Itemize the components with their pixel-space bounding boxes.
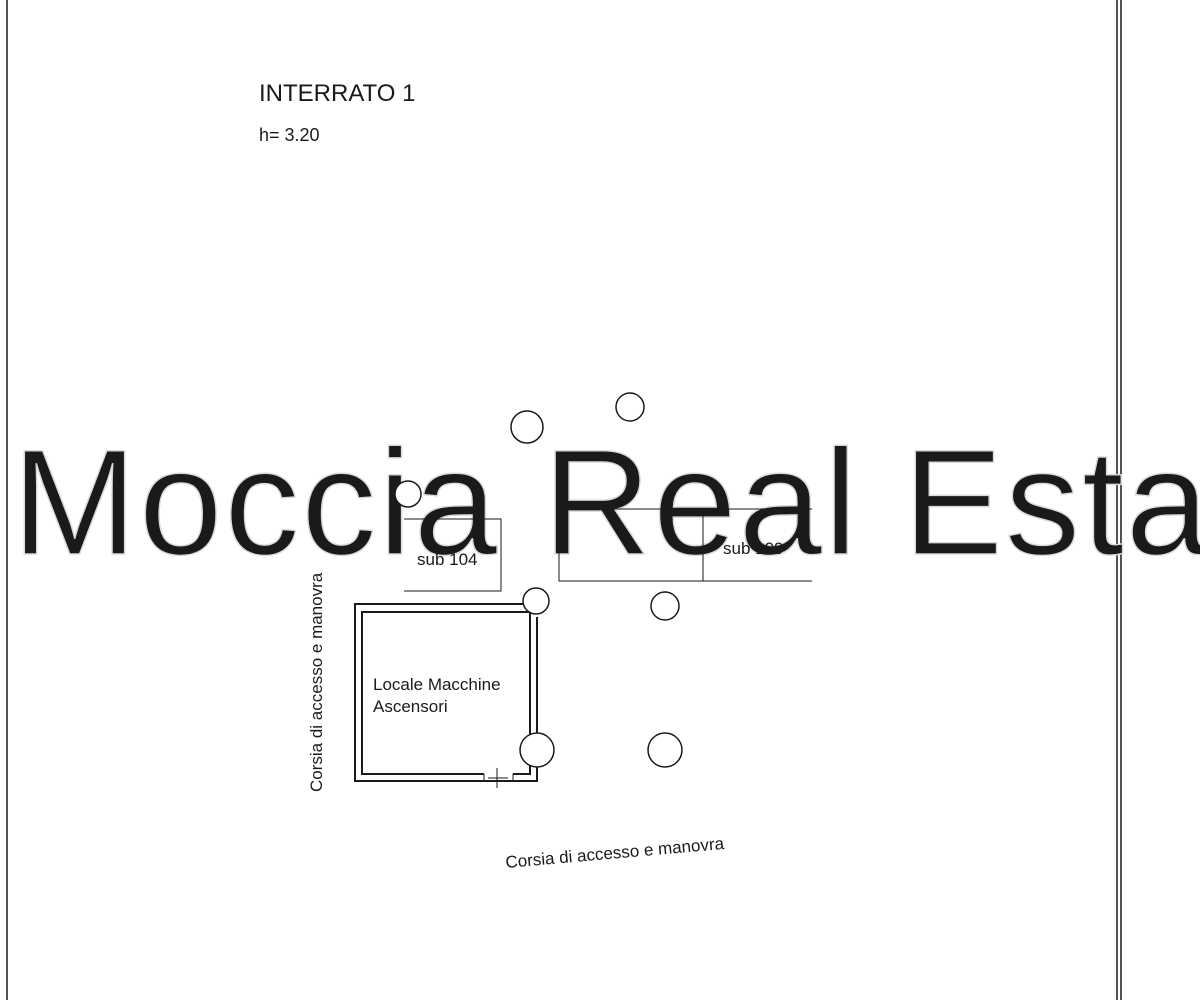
column	[519, 732, 555, 768]
unit-label: sub 104	[417, 550, 478, 569]
corridor-label-vertical: Corsia di accesso e manovra	[307, 572, 326, 792]
watermark: Moccia Real Esta	[12, 418, 1200, 586]
unit-sub-104: sub 104	[404, 518, 502, 592]
structural-columns	[394, 392, 683, 768]
height-note: h= 3.20	[259, 125, 320, 145]
room-label-line2: Ascensori	[373, 697, 448, 716]
unit-sub-109: sub 109	[558, 508, 812, 582]
column	[394, 480, 422, 508]
floor-title: INTERRATO 1	[259, 80, 415, 107]
machine-room: Locale Macchine Ascensori	[354, 587, 555, 788]
column	[510, 410, 544, 444]
room-label-line1: Locale Macchine	[373, 675, 501, 694]
sheet-frame	[6, 0, 1122, 1000]
unit-label: sub 109	[723, 539, 784, 558]
column	[522, 587, 550, 615]
column	[647, 732, 683, 768]
corridor-label-horizontal: Corsia di accesso e manovra	[505, 834, 726, 872]
column	[615, 392, 645, 422]
column	[650, 591, 680, 621]
